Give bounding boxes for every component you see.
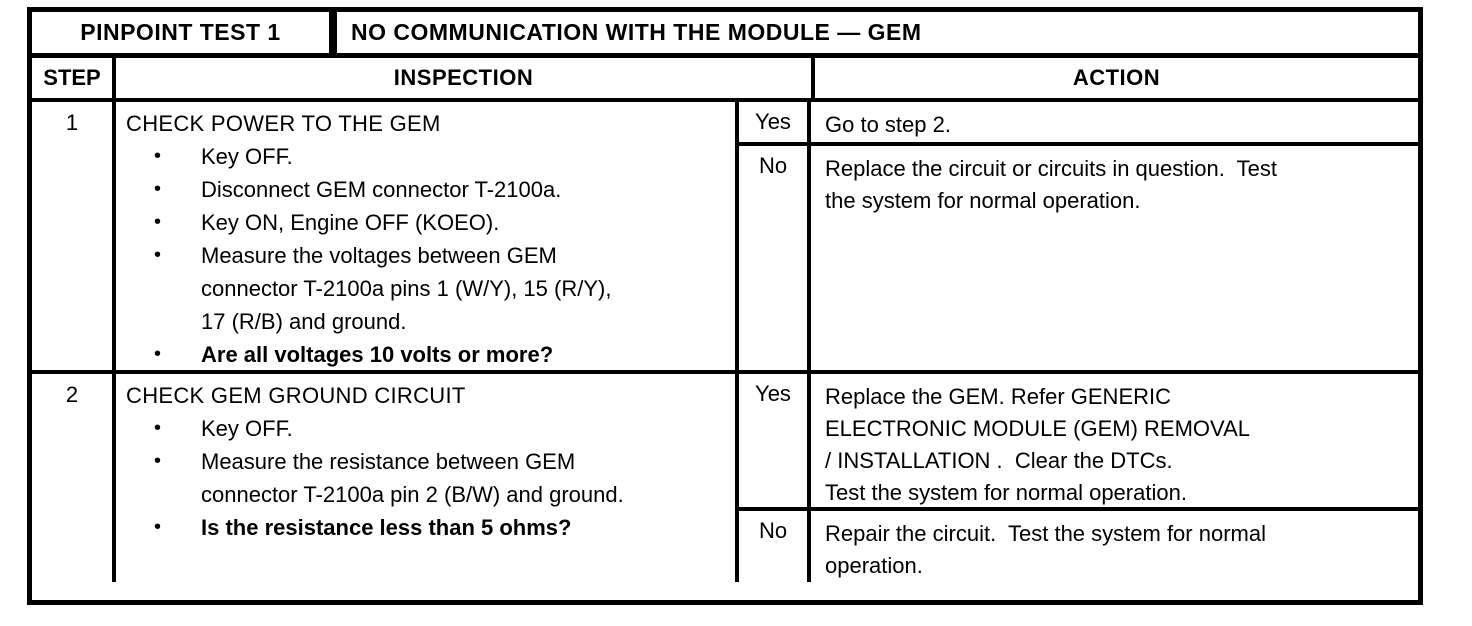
inspection-bullet: • Are all voltages 10 volts or more? bbox=[126, 338, 727, 371]
bullet-icon: • bbox=[154, 145, 162, 167]
step-number: 1 bbox=[32, 102, 116, 370]
bullet-icon: • bbox=[154, 244, 162, 266]
bullet-icon: • bbox=[154, 516, 162, 538]
answer-label: No bbox=[739, 146, 811, 370]
bullet-icon: • bbox=[154, 178, 162, 200]
bullet-text: Measure the resistance between GEM conne… bbox=[201, 449, 624, 507]
column-header-step: STEP bbox=[32, 58, 116, 98]
bullet-icon: • bbox=[154, 343, 162, 365]
answer-label: Yes bbox=[739, 374, 811, 507]
action-text: Repair the circuit. Test the system for … bbox=[825, 521, 1266, 578]
result-row: No Replace the circuit or circuits in qu… bbox=[739, 146, 1418, 370]
inspection-bullet: • Measure the resistance between GEM con… bbox=[126, 445, 727, 511]
inspection-heading: CHECK GEM GROUND CIRCUIT bbox=[126, 383, 466, 408]
inspection-bullet: • Key OFF. bbox=[126, 412, 727, 445]
test-title: NO COMMUNICATION WITH THE MODULE — GEM bbox=[351, 19, 922, 45]
results-cell: Yes Replace the GEM. Refer GENERIC ELECT… bbox=[739, 374, 1418, 582]
inspection-bullet: • Disconnect GEM connector T-2100a. bbox=[126, 173, 727, 206]
step-row: 2 CHECK GEM GROUND CIRCUIT • Key OFF. • … bbox=[32, 374, 1418, 582]
bullet-text: Measure the voltages between GEM connect… bbox=[201, 243, 612, 334]
pinpoint-test-table: PINPOINT TEST 1 NO COMMUNICATION WITH TH… bbox=[27, 7, 1423, 605]
inspection-bullet: • Key OFF. bbox=[126, 140, 727, 173]
bullet-text: Is the resistance less than 5 ohms? bbox=[201, 515, 572, 540]
inspection-bullet: • Key ON, Engine OFF (KOEO). bbox=[126, 206, 727, 239]
action-text: Replace the GEM. Refer GENERIC ELECTRONI… bbox=[825, 384, 1250, 505]
bullet-text: Key ON, Engine OFF (KOEO). bbox=[201, 210, 500, 235]
action-text: Replace the circuit or circuits in quest… bbox=[825, 156, 1278, 213]
answer-label: Yes bbox=[739, 102, 811, 142]
pinpoint-test-label: PINPOINT TEST 1 bbox=[32, 12, 337, 53]
inspection-heading: CHECK POWER TO THE GEM bbox=[126, 111, 441, 136]
bullet-icon: • bbox=[154, 211, 162, 233]
answer-label: No bbox=[739, 511, 811, 582]
column-header-inspection: INSPECTION bbox=[116, 58, 815, 98]
inspection-bullet: • Is the resistance less than 5 ohms? bbox=[126, 511, 727, 544]
result-row: Yes Go to step 2. bbox=[739, 102, 1418, 146]
results-cell: Yes Go to step 2. No Replace the circuit… bbox=[739, 102, 1418, 370]
result-row: No Repair the circuit. Test the system f… bbox=[739, 511, 1418, 582]
inspection-cell: CHECK POWER TO THE GEM • Key OFF. • Disc… bbox=[116, 102, 739, 370]
step-row: 1 CHECK POWER TO THE GEM • Key OFF. • Di… bbox=[32, 102, 1418, 374]
steps-container: 1 CHECK POWER TO THE GEM • Key OFF. • Di… bbox=[32, 102, 1418, 582]
step-number: 2 bbox=[32, 374, 116, 582]
bullet-text: Are all voltages 10 volts or more? bbox=[201, 342, 554, 367]
column-header-row: STEP INSPECTION ACTION bbox=[32, 58, 1418, 102]
inspection-bullet: • Measure the voltages between GEM conne… bbox=[126, 239, 727, 338]
table-title-row: PINPOINT TEST 1 NO COMMUNICATION WITH TH… bbox=[32, 12, 1418, 58]
result-row: Yes Replace the GEM. Refer GENERIC ELECT… bbox=[739, 374, 1418, 511]
column-header-action: ACTION bbox=[1072, 65, 1161, 90]
bullet-text: Disconnect GEM connector T-2100a. bbox=[201, 177, 562, 202]
inspection-cell: CHECK GEM GROUND CIRCUIT • Key OFF. • Me… bbox=[116, 374, 739, 582]
bullet-text: Key OFF. bbox=[201, 416, 293, 441]
action-text: Go to step 2. bbox=[825, 112, 951, 137]
bullet-icon: • bbox=[154, 417, 162, 439]
bullet-icon: • bbox=[154, 450, 162, 472]
bullet-text: Key OFF. bbox=[201, 144, 293, 169]
